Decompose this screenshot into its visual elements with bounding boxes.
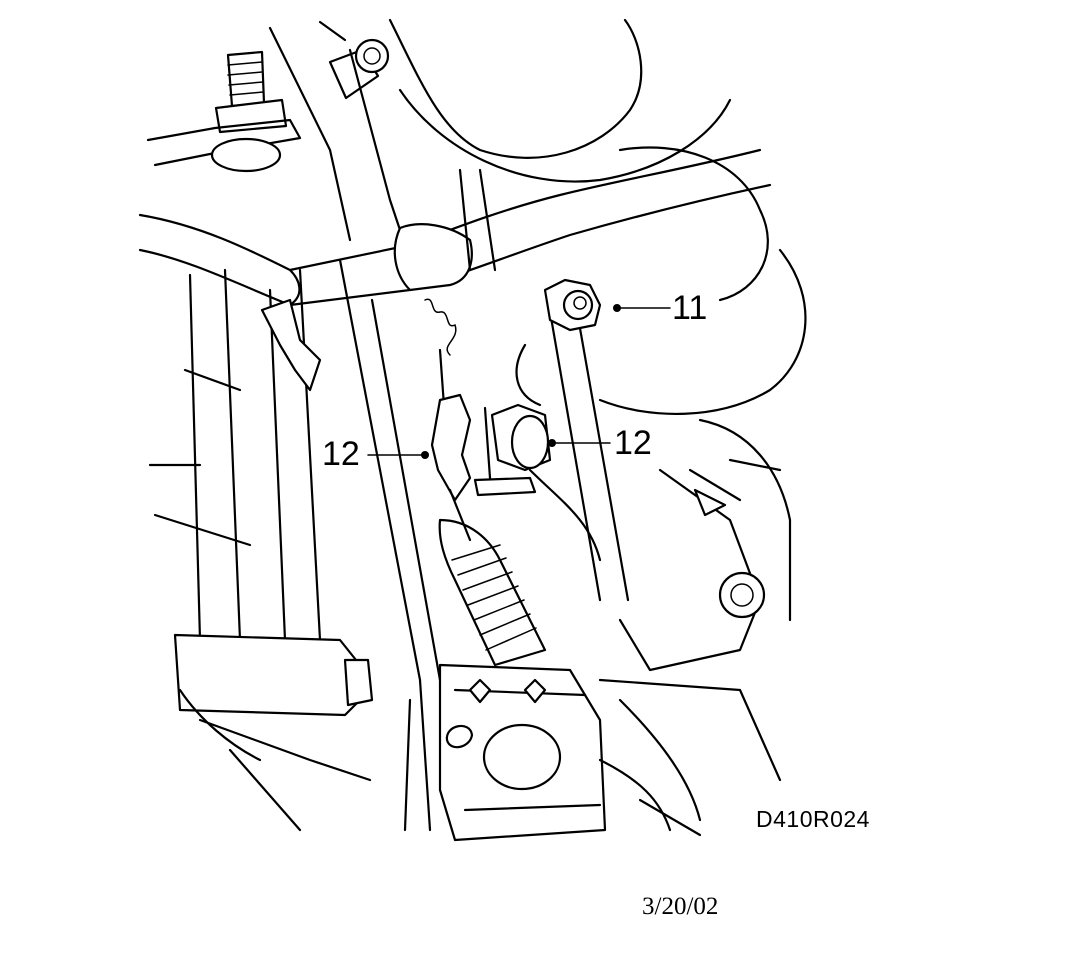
hose-bundle: [138, 148, 772, 307]
callout-leaders: [367, 304, 671, 459]
callout-12-right-label: 12: [614, 424, 652, 462]
rubber-boot: [438, 488, 547, 667]
figure-id: D410R024: [756, 806, 870, 832]
lower-hub: [403, 663, 702, 842]
figure-date: 3/20/02: [642, 893, 719, 920]
left-frame: [148, 268, 322, 642]
callout-11-label: 11: [672, 289, 708, 327]
top-stud: [146, 50, 302, 173]
link-joint: [430, 393, 552, 502]
stabilizer-link: [515, 278, 630, 602]
upper-housing: [348, 18, 807, 416]
right-bracket: [598, 418, 792, 822]
upper-bolt: [268, 20, 390, 242]
callout-12-left-label: 12: [322, 435, 360, 473]
lower-left-block: [173, 633, 374, 832]
